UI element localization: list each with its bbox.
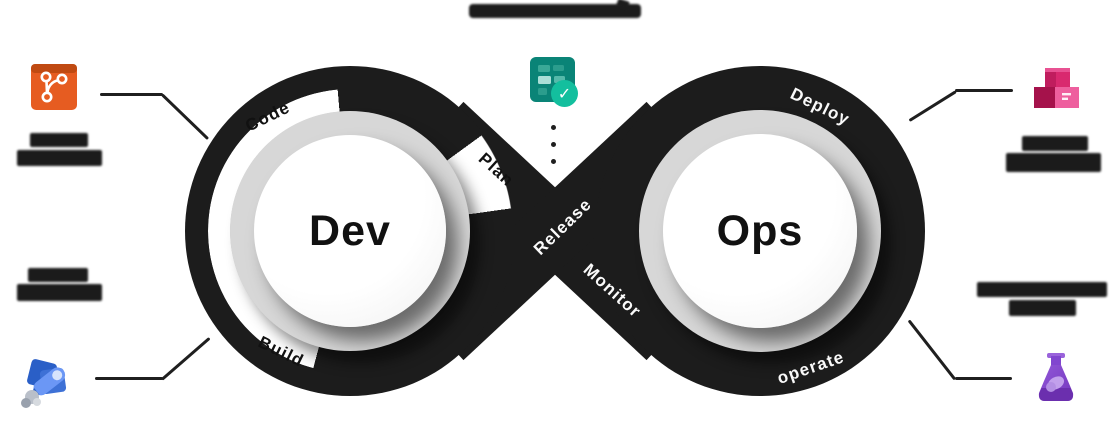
ops-circle: Ops bbox=[663, 134, 857, 328]
connector-line bbox=[908, 90, 957, 122]
connector-line bbox=[95, 377, 163, 380]
redacted-label-top-left bbox=[17, 150, 102, 166]
rocket-icon bbox=[21, 359, 67, 408]
connector-line bbox=[160, 93, 210, 141]
redacted-label-bottom-right bbox=[977, 282, 1107, 297]
redacted-label-top-right bbox=[1006, 153, 1101, 172]
ops-label: Ops bbox=[716, 206, 804, 255]
redacted-label-top-left bbox=[30, 133, 88, 147]
connector-line bbox=[161, 337, 211, 381]
dotted-connector bbox=[551, 159, 556, 164]
dotted-connector bbox=[551, 125, 556, 130]
redacted-label-bottom-right bbox=[1009, 300, 1076, 316]
dev-circle: Dev bbox=[254, 135, 446, 327]
package-boxes-icon bbox=[1034, 68, 1079, 108]
connector-line bbox=[100, 93, 163, 96]
check-glyph: ✓ bbox=[557, 85, 572, 103]
redacted-label-bottom-left bbox=[17, 284, 102, 301]
redacted-label-top-right bbox=[1022, 136, 1088, 151]
connector-line bbox=[907, 319, 957, 381]
connector-line bbox=[955, 89, 1013, 92]
connector-line bbox=[955, 377, 1012, 380]
check-circle-icon: ✓ bbox=[551, 80, 578, 107]
dev-label: Dev bbox=[309, 206, 391, 255]
dotted-connector bbox=[551, 142, 556, 147]
redacted-title bbox=[469, 4, 641, 18]
redacted-label-bottom-left bbox=[28, 268, 88, 282]
git-branch-box-icon bbox=[31, 64, 77, 110]
lab-flask-icon bbox=[1038, 353, 1074, 401]
